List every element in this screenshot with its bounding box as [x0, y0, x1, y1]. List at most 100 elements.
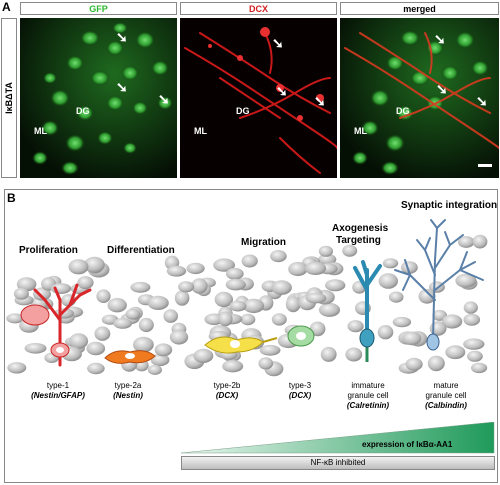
granule-cell [225, 267, 244, 280]
granule-cell [288, 261, 308, 277]
label-dg-gfp: DG [76, 106, 90, 116]
label-ml-gfp: ML [34, 126, 47, 136]
type-1-cell [20, 283, 92, 367]
granule-cell [6, 313, 24, 324]
granule-cell [472, 234, 488, 249]
panel-b-letter: B [7, 191, 16, 205]
granule-cell [7, 362, 27, 374]
row-label: IκBΔTA [4, 82, 14, 114]
arrow-9: ➘ [476, 93, 488, 109]
granule-cell [125, 308, 141, 320]
granule-cell [318, 245, 333, 257]
granule-cell [271, 313, 287, 326]
granule-cell [418, 288, 436, 304]
granule-cell [77, 276, 94, 290]
granule-cell [13, 287, 29, 300]
caption-type-2a: type-2a(Nestin) [113, 381, 143, 400]
granule-cell [318, 253, 337, 266]
granule-cell [259, 344, 281, 356]
stage-proliferation: Proliferation [19, 245, 78, 256]
caption-type-3: type-3(DCX) [288, 381, 312, 400]
panel-b: B Proliferation Differentiation Migratio… [4, 189, 498, 483]
granule-cell [392, 316, 412, 328]
granule-cell [427, 355, 445, 372]
type-2a-cell [104, 350, 156, 364]
granule-cell [218, 311, 233, 327]
granule-cell [457, 236, 475, 248]
immature-granule-cell [353, 260, 382, 362]
granule-cell [445, 345, 466, 360]
granule-cell [285, 296, 301, 313]
granule-cell [94, 326, 111, 341]
granule-cell [150, 353, 170, 367]
panel-a-letter: A [2, 0, 11, 14]
granule-cell [113, 318, 133, 329]
granule-cell [347, 320, 364, 333]
granule-cell-layer [6, 234, 488, 377]
granule-cell [24, 343, 47, 354]
granule-cell [325, 279, 346, 292]
granule-cell [96, 289, 111, 303]
micrograph-gfp: ➘ ➘ ➘ DG ML [20, 18, 177, 178]
stage-targeting: Targeting [336, 235, 381, 246]
granule-cell [107, 298, 127, 313]
granule-cell [258, 357, 274, 370]
row-label-box: IκBΔTA [1, 18, 17, 178]
arrow-4: ➘ [272, 35, 284, 51]
stage-synaptic-integration: Synaptic integration [401, 200, 498, 211]
granule-cell [320, 346, 337, 362]
neuron-drawings [20, 219, 484, 367]
mature-granule-cell [394, 219, 484, 351]
granule-cell [174, 290, 190, 306]
granule-cell [441, 314, 463, 329]
arrow-7: ➘ [434, 31, 446, 47]
granule-cell [147, 295, 169, 310]
arrow-6: ➘ [314, 93, 326, 109]
granule-cell [169, 329, 189, 345]
granule-cell [318, 302, 341, 317]
micrograph-merged: ➘ ➘ ➘ DG ML [340, 18, 499, 178]
granule-cell [471, 362, 488, 374]
granule-cell [154, 343, 173, 357]
granule-cell [133, 336, 154, 353]
stage-axogenesis: Axogenesis [332, 223, 389, 234]
granule-cell [240, 313, 256, 326]
granule-cell [243, 298, 265, 314]
granule-cell [405, 357, 423, 371]
stage-migration: Migration [241, 237, 286, 248]
arrow-3: ➘ [158, 91, 170, 107]
granule-cell [193, 348, 214, 363]
caption-type-1: type-1(Nestin/GFAP) [31, 381, 85, 400]
scale-bar [478, 164, 492, 167]
granule-cell [130, 281, 151, 293]
granule-cell [382, 258, 399, 269]
granule-cell [378, 273, 398, 289]
dcx-image [180, 18, 337, 178]
granule-cell [305, 292, 327, 304]
granule-cell [401, 261, 418, 274]
granule-cell [213, 258, 236, 272]
granule-cell [463, 301, 478, 314]
granule-cell [222, 360, 244, 373]
granule-cell [377, 325, 394, 340]
label-dg-dcx: DG [236, 106, 250, 116]
granule-cell [270, 250, 287, 263]
granule-cell [138, 317, 154, 333]
granule-cell [345, 347, 363, 362]
granule-cell [455, 273, 477, 288]
granule-cell [87, 362, 105, 375]
granule-cell [225, 278, 246, 291]
header-gfp: GFP [20, 2, 177, 15]
granule-cell [147, 364, 162, 375]
granule-cell [214, 291, 233, 308]
arrow-2: ➘ [116, 79, 128, 95]
type-2b-cell [204, 336, 278, 354]
header-merged: merged [340, 2, 499, 15]
granule-cell [86, 341, 106, 356]
gfp-image [20, 18, 177, 178]
granule-cell [191, 278, 208, 294]
granule-cell [342, 244, 358, 257]
label-ml-dcx: ML [194, 126, 207, 136]
